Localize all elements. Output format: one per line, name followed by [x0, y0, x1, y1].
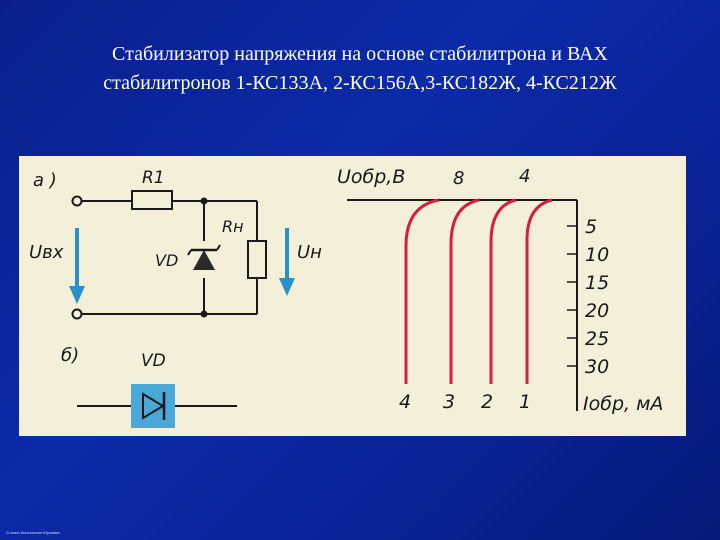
junction-bottom	[200, 310, 208, 318]
vac-curves	[404, 198, 553, 384]
tick-5: 5	[585, 216, 597, 238]
vac-current-label: Iобр, мА	[583, 393, 663, 415]
input-terminal-bottom	[71, 308, 83, 320]
zener-diode	[187, 244, 221, 270]
resistor-rn	[247, 240, 267, 279]
label-vd: VD	[155, 251, 178, 270]
arrow-u-out	[279, 228, 295, 296]
footer-author: Стилин Константин Юрьевич	[6, 530, 61, 535]
input-terminal-top	[71, 195, 83, 207]
current-tick-labels: 5 10 15 20 25 30	[585, 216, 609, 378]
figure-svg: а ) R1 Rн VD Uвх Uн б) VD	[29, 166, 663, 428]
label-vd-b: VD	[141, 351, 166, 371]
curve-number-labels: 4 3 2 1	[399, 391, 531, 413]
curve-label-2: 2	[481, 391, 493, 413]
label-a: а )	[33, 170, 57, 191]
curve-3	[449, 198, 480, 384]
curve-label-1: 1	[519, 391, 531, 413]
vac-top-label-4: 4	[519, 166, 530, 187]
title-line-1: Стабилизатор напряжения на основе стабил…	[112, 43, 608, 65]
vac-axes	[347, 199, 578, 411]
tick-20: 20	[585, 300, 609, 322]
junction-top	[200, 197, 208, 205]
tick-15: 15	[585, 272, 609, 294]
vac-voltage-label: Uобр,В	[337, 166, 405, 188]
tick-30: 30	[585, 356, 609, 378]
curve-1	[525, 198, 553, 384]
curve-2	[489, 198, 517, 384]
label-u-in: Uвх	[29, 242, 64, 263]
diode-b	[77, 384, 237, 428]
tick-10: 10	[585, 244, 609, 266]
circuit-a	[77, 190, 267, 315]
arrow-u-in	[69, 228, 85, 304]
label-u-out: Uн	[297, 242, 322, 263]
figure-panel: а ) R1 Rн VD Uвх Uн б) VD	[19, 156, 686, 436]
label-rn: Rн	[222, 217, 244, 236]
curve-label-3: 3	[443, 391, 455, 413]
label-r1: R1	[142, 168, 165, 188]
slide-title: Стабилизатор напряжения на основе стабил…	[0, 40, 720, 98]
curve-4	[404, 198, 440, 384]
title-line-2: стабилитронов 1-КС133А, 2-КС156А,3-КС182…	[103, 72, 617, 94]
tick-25: 25	[585, 328, 609, 350]
current-ticks-marks	[567, 225, 577, 367]
vac-top-label-8: 8	[453, 168, 464, 189]
curve-label-4: 4	[399, 391, 411, 413]
label-b: б)	[61, 345, 79, 366]
resistor-r1	[131, 190, 173, 210]
